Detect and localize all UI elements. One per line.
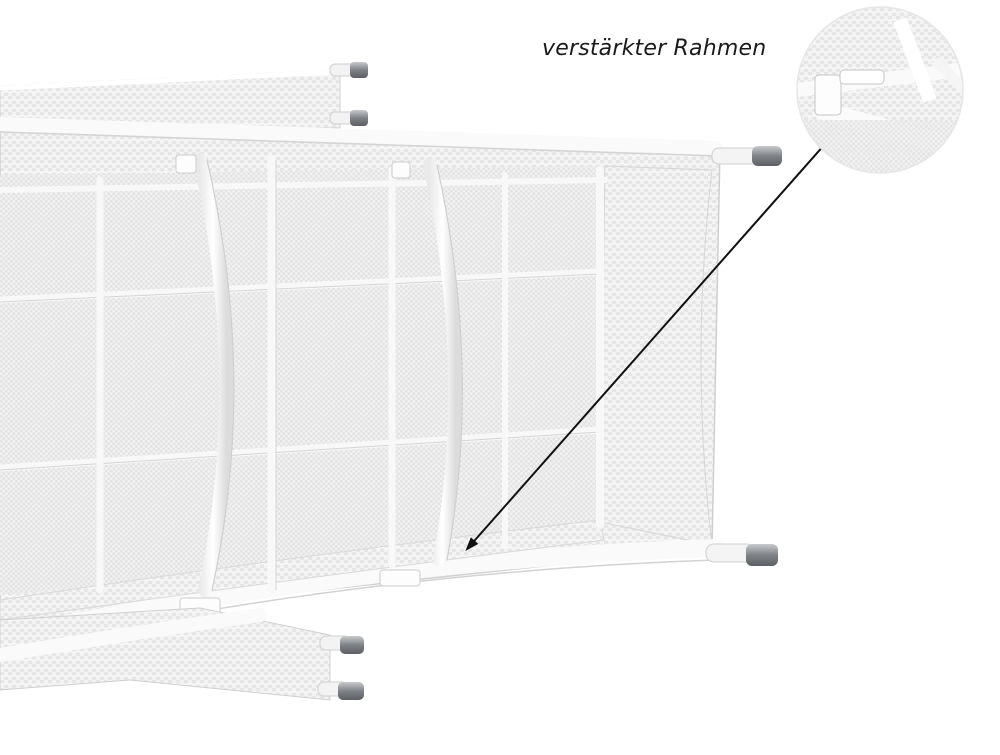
lounger-legs <box>705 146 782 566</box>
backrest-leg-top <box>329 62 368 126</box>
caption-label: verstärkter Rahmen <box>542 36 767 61</box>
backrest-panel <box>0 69 341 129</box>
frame-rails <box>0 155 608 595</box>
zoom-detail-circle <box>796 6 964 174</box>
head-section <box>0 607 364 701</box>
reinforcement-bows <box>193 153 463 597</box>
arrow-pointer-icon <box>465 117 849 551</box>
